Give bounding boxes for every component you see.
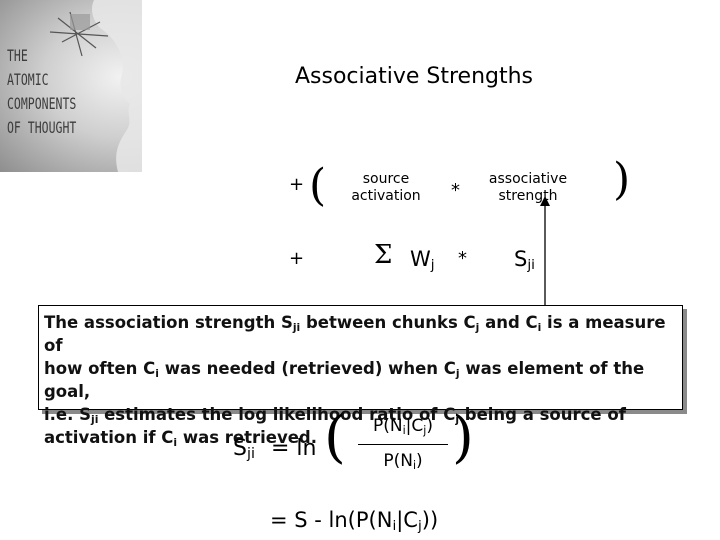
slide-title: Associative Strengths: [294, 64, 534, 89]
source-activation-label: source activation: [351, 171, 421, 204]
multiply-sign: *: [451, 180, 460, 201]
fraction-numerator: P(Ni|Cj): [372, 416, 433, 437]
fraction-bar: [358, 444, 448, 445]
plus-sign: +: [289, 174, 305, 195]
equation-open-paren: (: [324, 405, 346, 470]
explanation-text: The association strength Sji between chu…: [44, 313, 666, 449]
equation-second-line: = S - ln(P(Ni|Cj)): [270, 508, 439, 534]
strength-sji: Sji: [514, 247, 535, 273]
fraction-denominator: P(Ni): [383, 451, 423, 472]
face-profile-icon: [49, 0, 142, 172]
associative-strength-label: associative strength: [488, 171, 568, 204]
plus-sign-2: +: [289, 248, 305, 269]
open-paren: (: [309, 160, 327, 211]
up-arrow: [540, 196, 550, 308]
equation-lhs: Sji: [233, 436, 255, 462]
equation-close-paren: ): [452, 405, 474, 470]
weight-wj: Wj: [410, 247, 435, 273]
logo-text: THE ATOMIC COMPONENTS OF THOUGHT: [7, 46, 77, 137]
multiply-sign-2: *: [458, 248, 467, 269]
explanation-box: [38, 305, 683, 410]
close-paren: ): [613, 154, 631, 205]
sigma-symbol: Σ: [374, 240, 393, 270]
book-logo: THE ATOMIC COMPONENTS OF THOUGHT: [0, 0, 142, 172]
equation-ln: = ln: [271, 436, 317, 461]
